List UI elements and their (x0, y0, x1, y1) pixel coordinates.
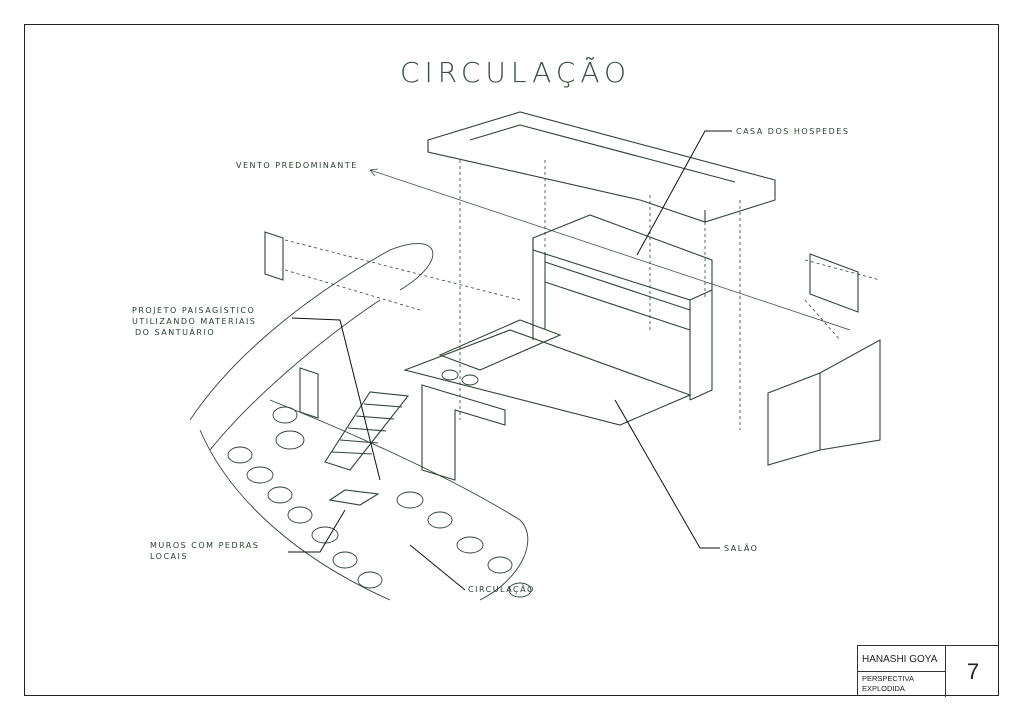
projection-lines (284, 160, 881, 430)
sheet-title-line: EXPLODIDA (862, 684, 905, 693)
drawing-frame (24, 24, 999, 696)
label-line: PROJETO PAISAGÍSTICO (132, 306, 256, 315)
page-title: CIRCULAÇÃO (400, 56, 632, 89)
walls (264, 231, 881, 481)
wind-arrow (369, 169, 851, 331)
label-casa-dos-hospedes: CASA DOS HOSPEDES (736, 127, 850, 136)
sheet-title: PERSPECTIVA EXPLODIDA (858, 672, 946, 697)
terrace (438, 319, 562, 371)
title-block: HANASHI GOYA PERSPECTIVA EXPLODIDA 7 (857, 645, 999, 697)
label-vento-predominante: VENTO PREDOMINANTE (236, 161, 358, 170)
guest-house (532, 214, 713, 401)
hall-floor (403, 329, 692, 426)
sheet-number: 7 (966, 659, 980, 684)
label-circulacao: CIRCULAÇÃO (468, 585, 535, 594)
stone-walls (227, 369, 532, 598)
label-muros: MUROS COM PEDRAS LOCAIS (150, 540, 259, 562)
roof-slab (427, 111, 776, 223)
label-line: DO SANTUÁRIO (135, 328, 216, 337)
label-projeto-paisagistico: PROJETO PAISAGÍSTICO UTILIZANDO MATERIAI… (132, 305, 256, 338)
leader-lines (288, 130, 732, 591)
author-name: HANASHI GOYA (858, 646, 946, 672)
terrain-path (189, 243, 529, 601)
wind-arrowhead-icon (369, 168, 379, 177)
label-salao: SALÃO (724, 544, 759, 553)
label-line: MUROS COM PEDRAS (150, 541, 260, 550)
stairs (324, 391, 410, 506)
sheet-title-line: PERSPECTIVA (862, 674, 914, 683)
label-line: UTILIZANDO MATERIAIS (132, 317, 257, 326)
label-line: LOCAIS (150, 552, 188, 561)
